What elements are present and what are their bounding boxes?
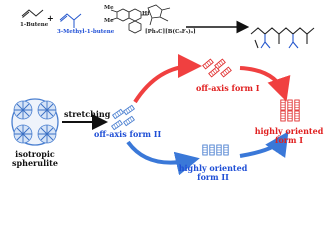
off-axis-form-i-label: off-axis form I <box>196 83 260 93</box>
monomer1-label: 1-Butene <box>20 22 49 28</box>
off-axis-form-i-crystals <box>202 58 232 78</box>
oriented-form-i-label: highly oriented form I <box>252 127 326 145</box>
hafnium-catalyst-structure <box>110 4 171 34</box>
polymer-chain-structure <box>250 27 315 49</box>
hf-label: Hf <box>142 11 150 17</box>
oriented-i-line1: highly oriented <box>254 126 324 136</box>
me-label-2: Me <box>104 18 114 24</box>
off-axis-form-ii-crystals <box>111 104 135 131</box>
arrow-oriented-ii-to-oriented-i <box>239 131 289 158</box>
monomer2-label: 3-Methyl-1-butene <box>57 29 115 35</box>
stretching-label: stretching <box>64 109 111 119</box>
arrow-ii-to-off-axis-i <box>133 54 202 104</box>
oriented-form-i-crystals <box>280 99 300 122</box>
me-label-1: Me <box>104 5 114 11</box>
arrow-off-axis-i-to-oriented-i <box>239 66 291 102</box>
isotropic-text: isotropic <box>15 149 55 159</box>
oriented-form-ii-crystals <box>202 144 229 156</box>
scheme-canvas <box>11 4 315 176</box>
spherulite-drawing <box>11 98 59 146</box>
butene-structure <box>21 9 44 18</box>
oriented-i-line2: form I <box>275 135 303 145</box>
arrow-ii-to-oriented-ii <box>126 140 200 176</box>
oriented-ii-line2: form II <box>197 172 229 182</box>
methylbutene-structure <box>59 13 82 28</box>
oriented-ii-line1: highly oriented <box>178 163 248 173</box>
spherulite-text: spherulite <box>12 158 58 168</box>
activator-label: [Ph₃C][B(C₆F₅)₄] <box>145 29 196 35</box>
isotropic-spherulite-label: isotropic spherulite <box>2 150 68 168</box>
plus-sign: + <box>47 13 54 23</box>
off-axis-form-ii-label: off-axis form II <box>94 129 162 139</box>
oriented-form-ii-label: highly oriented form II <box>176 164 250 182</box>
